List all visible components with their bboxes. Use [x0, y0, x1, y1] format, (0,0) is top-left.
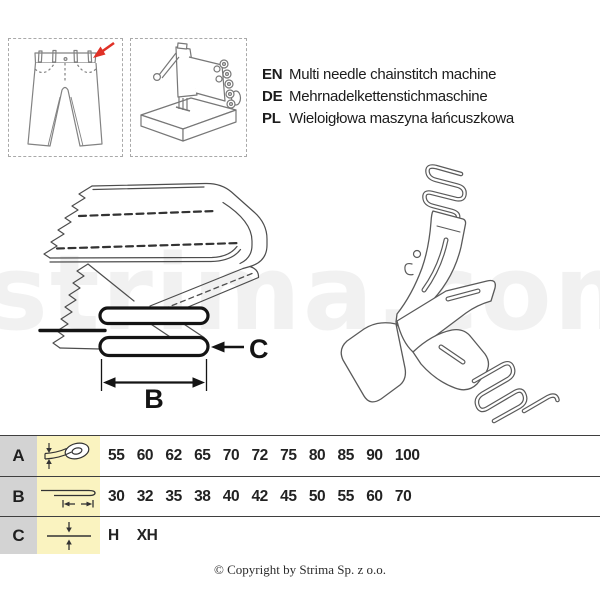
- size-value: 85: [337, 447, 355, 464]
- lang-code: DE: [262, 87, 283, 105]
- tape-guide-top: [422, 164, 467, 221]
- sewing-machine-icon: [140, 42, 242, 142]
- size-value: 60: [366, 487, 383, 505]
- size-value: 50: [308, 487, 326, 505]
- b-arrow-right-head: [192, 377, 205, 388]
- table-row-c: C H XH: [0, 516, 600, 554]
- dimension-label-b: B: [144, 384, 164, 414]
- size-value: 38: [194, 487, 211, 505]
- application-box-machine: [130, 38, 247, 157]
- size-value: 55: [108, 447, 125, 464]
- size-value: 55: [337, 487, 355, 505]
- application-box-jeans: [8, 38, 123, 157]
- lang-text: Multi needle chainstitch machine: [289, 65, 497, 83]
- row-values: H XH: [100, 517, 600, 554]
- size-value: 62: [165, 447, 182, 464]
- table-row-b: B 30 32 35 38 40 42 45 50 55 60 70: [0, 476, 600, 516]
- size-value: 90: [366, 447, 383, 464]
- lang-code: EN: [262, 65, 283, 83]
- tape-guide-bottom: [471, 360, 560, 424]
- size-value: 80: [308, 447, 326, 464]
- size-value: 40: [222, 487, 240, 505]
- row-values: 30 32 35 38 40 42 45 50 55 60 70: [100, 477, 600, 516]
- size-value: XH: [136, 526, 158, 544]
- size-value: 72: [251, 447, 268, 464]
- row-values: 55 60 62 65 70 72 75 80 85 90 100: [100, 436, 600, 476]
- size-value: H: [108, 526, 119, 544]
- size-value: 45: [280, 487, 297, 505]
- size-value: 70: [394, 487, 412, 505]
- size-value: 42: [251, 487, 268, 505]
- lang-row-pl: PL Wieloigłowa maszyna łańcuszkowa: [262, 107, 514, 129]
- folded-tape-width-icon: [40, 489, 96, 508]
- size-table: A 55 60 62 65 70 72 75 80 85 90 100 B: [0, 435, 600, 554]
- size-value: 65: [194, 447, 211, 464]
- binding-fold-diagram: [38, 182, 268, 358]
- dimension-c: C: [211, 334, 269, 364]
- row-label: C: [0, 517, 37, 554]
- lang-row-en: EN Multi needle chainstitch machine: [262, 63, 514, 85]
- size-value: 60: [136, 447, 154, 464]
- lang-text: Mehrnadelkettenstichmaschine: [289, 87, 488, 105]
- size-value: 30: [108, 487, 125, 505]
- size-value: 32: [136, 487, 154, 505]
- strima-watermark: strima.com: [0, 232, 600, 354]
- lang-row-de: DE Mehrnadelkettenstichmaschine: [262, 85, 514, 107]
- lang-code: PL: [262, 109, 281, 127]
- c-arrow-head: [211, 341, 225, 353]
- folder-attachment-drawing: [340, 164, 560, 424]
- row-label: A: [0, 436, 37, 476]
- b-arrow-left-head: [103, 377, 116, 388]
- size-value: 70: [222, 447, 240, 464]
- tape-thickness-icon: [46, 521, 91, 550]
- copyright-notice: © Copyright by Strima Sp. z o.o.: [213, 562, 386, 577]
- red-arrow: [93, 41, 115, 58]
- table-row-a: A 55 60 62 65 70 72 75 80 85 90 100: [0, 435, 600, 476]
- size-value: 35: [165, 487, 182, 505]
- dimension-label-c: C: [249, 334, 269, 364]
- lang-text: Wieloigłowa maszyna łańcuszkowa: [289, 109, 514, 127]
- row-label: B: [0, 477, 37, 516]
- size-value: 75: [280, 447, 297, 464]
- jeans-icon: [27, 41, 115, 147]
- tape-roll-icon: [43, 442, 89, 469]
- language-captions: EN Multi needle chainstitch machine DE M…: [262, 63, 514, 129]
- size-value: 100: [394, 447, 420, 464]
- dimension-b: B: [100, 359, 208, 414]
